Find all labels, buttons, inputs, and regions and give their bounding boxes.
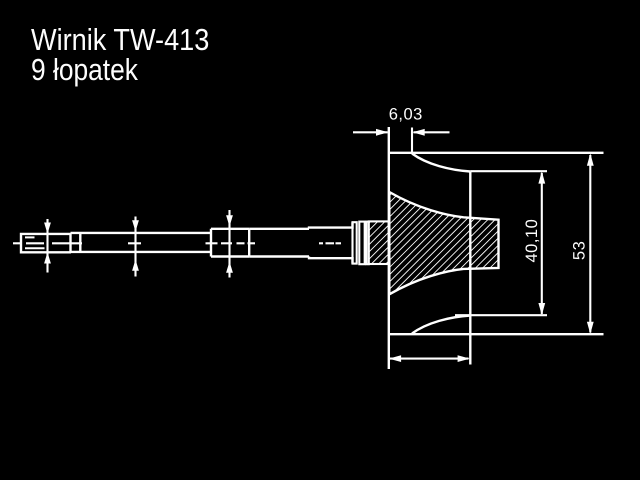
svg-text:53: 53 [571, 241, 589, 260]
svg-text:6,03: 6,03 [389, 105, 423, 123]
svg-text:40,10: 40,10 [523, 219, 541, 263]
